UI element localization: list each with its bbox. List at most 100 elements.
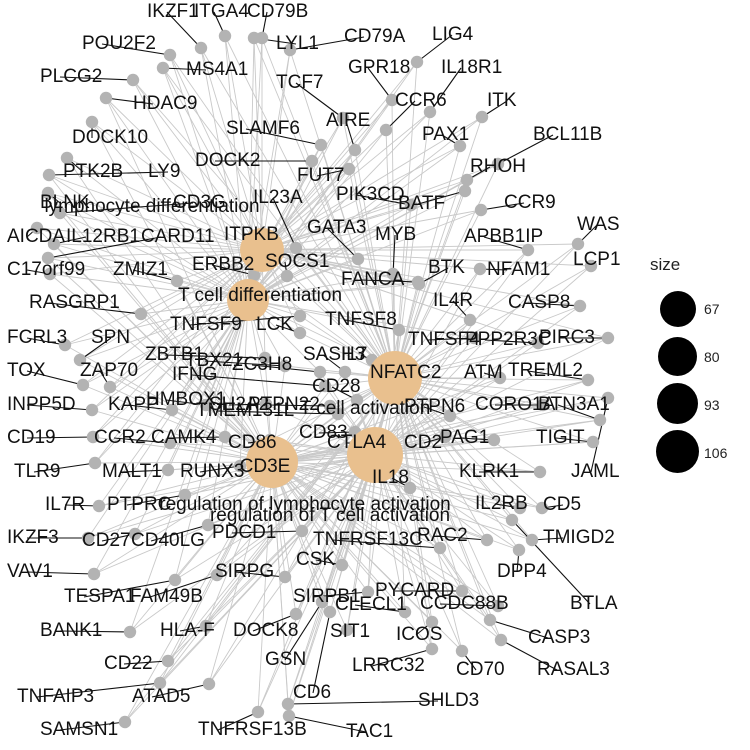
gene-node <box>233 459 247 473</box>
gene-node <box>314 138 328 152</box>
gene-node <box>247 31 261 45</box>
gene-label: PYCARD <box>375 580 454 601</box>
gene-node <box>163 48 177 62</box>
network-edge <box>374 243 579 456</box>
gene-label: ZC3H8 <box>232 354 292 375</box>
network-edge <box>271 461 502 641</box>
gene-node <box>483 613 497 627</box>
gene-node <box>99 91 113 105</box>
network-edge <box>394 243 579 379</box>
gene-node <box>210 568 224 582</box>
gene-label: NFAM1 <box>487 259 550 280</box>
network-edge <box>394 190 466 379</box>
network-edge <box>207 299 249 526</box>
gene-node <box>259 397 273 411</box>
label-connector <box>484 339 539 344</box>
network-edge <box>253 37 396 379</box>
gene-label: TLR9 <box>14 461 60 482</box>
network-edge <box>105 97 263 251</box>
gene-node <box>601 331 615 345</box>
gene-node <box>168 573 182 587</box>
label-connector <box>26 571 95 575</box>
label-connector <box>26 436 94 439</box>
gene-node <box>278 359 292 373</box>
gene-node <box>178 488 192 502</box>
gene-label: CCDC88B <box>420 593 509 614</box>
gene-label: LY9 <box>148 161 180 182</box>
legend-value: 93 <box>704 397 720 413</box>
gene-label: FANCA <box>341 269 405 290</box>
network-edge <box>385 129 396 379</box>
gene-label: ATM <box>464 362 503 383</box>
network-edge <box>48 174 273 463</box>
gene-label: LRRC32 <box>352 655 425 676</box>
gene-label: ATAD5 <box>132 686 190 707</box>
gene-node <box>403 481 417 495</box>
gene-node <box>350 393 364 407</box>
category-label: regulation of lymphocyte activation <box>159 494 451 515</box>
label-connector <box>295 82 344 119</box>
gene-label: DOCK2 <box>195 150 260 171</box>
gene-node <box>586 435 600 449</box>
network-edge <box>374 454 533 541</box>
gene-label: PTPN6 <box>404 396 465 417</box>
gene-node <box>458 184 472 198</box>
gene-node <box>76 378 90 392</box>
label-connector <box>165 399 207 406</box>
network-edge <box>49 273 249 301</box>
category-node <box>347 427 403 483</box>
network-edge <box>79 299 249 361</box>
gene-label: TNFRSF13B <box>198 719 307 740</box>
gene-node <box>601 391 615 405</box>
gene-label: CD3G <box>173 192 226 213</box>
network-edge <box>87 299 249 539</box>
gene-node <box>81 531 95 545</box>
gene-node <box>202 677 216 691</box>
gene-node <box>289 241 303 255</box>
gene-node <box>573 299 587 313</box>
label-connector <box>288 715 367 733</box>
network-edge <box>49 249 263 275</box>
network-edge <box>394 377 541 473</box>
gene-label: TNFAIP3 <box>17 686 94 707</box>
gene-label: CD2 <box>404 432 442 453</box>
gene-node <box>153 676 167 690</box>
network-edge <box>394 377 594 443</box>
network-edge <box>93 454 376 575</box>
network-edge <box>394 377 513 521</box>
gene-label: AICDA <box>7 226 65 247</box>
network-edge <box>261 249 539 344</box>
gene-label: CD22 <box>104 653 153 674</box>
network-edge <box>124 461 273 723</box>
label-connector <box>162 67 207 71</box>
gene-node <box>411 275 425 289</box>
label-connector <box>105 97 154 105</box>
network-edge <box>261 163 499 251</box>
label-connector <box>497 134 554 165</box>
gene-label: HDAC9 <box>133 93 197 114</box>
gene-label: IL7R <box>45 494 85 515</box>
gene-node <box>487 433 501 447</box>
label-connector <box>416 34 453 63</box>
network-edge <box>109 299 249 388</box>
network-edge <box>374 454 463 652</box>
category-label: regulation of T cell activation <box>210 505 450 526</box>
gene-label: TNFSF8 <box>325 309 397 330</box>
gene-node <box>385 93 399 107</box>
network-edge <box>174 299 249 581</box>
network-edge <box>109 249 263 388</box>
gene-label: TESPA1 <box>64 586 135 607</box>
network-edge <box>394 305 581 379</box>
gene-node <box>85 403 99 417</box>
network-edge <box>261 145 461 251</box>
gene-node <box>323 399 337 413</box>
gene-label: RASAL3 <box>537 659 610 680</box>
gene-label: PIRC3 <box>539 327 595 348</box>
label-connector <box>427 337 475 341</box>
network-edge <box>53 243 263 251</box>
label-connector <box>245 128 322 146</box>
network-edge <box>253 37 263 251</box>
legend-dot <box>660 291 696 327</box>
label-connector <box>500 639 558 671</box>
gene-label: GPR18 <box>348 57 410 78</box>
